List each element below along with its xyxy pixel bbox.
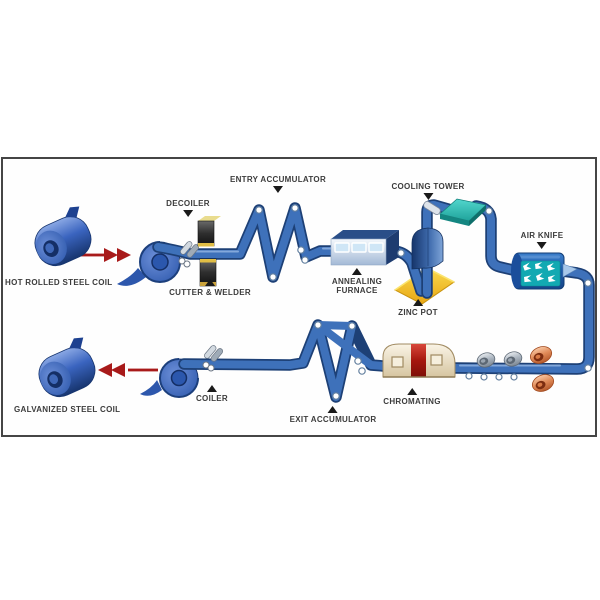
decoiler-hub xyxy=(151,253,169,271)
pointer-down-icon xyxy=(183,210,193,217)
label-cutter-welder: CUTTER & WELDER xyxy=(169,279,251,297)
label-text: ENTRY ACCUMULATOR xyxy=(229,175,327,184)
pointer-down-icon xyxy=(273,186,283,193)
label-text: AIR KNIFE xyxy=(520,231,564,240)
pointer-up-icon xyxy=(351,268,362,275)
cooling-tower-graphic xyxy=(439,198,487,226)
pointer-up-icon xyxy=(412,299,423,306)
label-text: FURNACE xyxy=(336,286,378,295)
label-galvanized-coil: GALVANIZED STEEL COIL xyxy=(14,405,120,414)
label-entry-accumulator: ENTRY ACCUMULATOR xyxy=(230,175,326,193)
label-text: COOLING TOWER xyxy=(391,182,465,191)
label-text: EXIT ACCUMULATOR xyxy=(289,415,377,424)
pointer-up-icon xyxy=(207,385,217,392)
label-air-knife: AIR KNIFE xyxy=(521,231,564,249)
label-text: HOT ROLLED STEEL COIL xyxy=(5,278,113,287)
label-text: ZINC POT xyxy=(398,308,438,317)
flow-arrow-left-icon xyxy=(98,363,158,377)
diagram-border xyxy=(1,157,597,437)
label-text: GALVANIZED STEEL COIL xyxy=(14,405,121,414)
hot-rolled-coil-graphic xyxy=(25,203,99,273)
label-text: COILER xyxy=(195,394,229,403)
pointer-up-icon xyxy=(328,406,338,413)
label-cooling-tower: COOLING TOWER xyxy=(391,182,464,200)
roller-section-graphic xyxy=(465,342,557,396)
annealing-furnace-graphic xyxy=(330,230,399,266)
label-decoiler: DECOILER xyxy=(166,199,210,217)
pointer-down-icon xyxy=(423,193,433,200)
galvanized-coil-graphic xyxy=(29,334,103,404)
pointer-up-icon xyxy=(406,388,417,395)
label-hot-rolled-coil: HOT ROLLED STEEL COIL xyxy=(5,278,113,287)
chromating-graphic xyxy=(382,343,456,378)
guide-rollers xyxy=(255,204,592,400)
label-annealing-furnace: ANNEALING FURNACE xyxy=(332,268,382,295)
flow-arrow-right-icon xyxy=(78,248,131,262)
coiler-hub xyxy=(170,369,188,387)
air-knife-graphic xyxy=(511,252,578,290)
label-chromating: CHROMATING xyxy=(383,388,441,406)
label-text: CHROMATING xyxy=(383,397,441,406)
label-text: DECOILER xyxy=(166,199,210,208)
label-text: CUTTER & WELDER xyxy=(169,288,251,297)
label-text: ANNEALING xyxy=(331,277,383,286)
label-zinc-pot: ZINC POT xyxy=(398,299,438,317)
pointer-up-icon xyxy=(204,279,215,286)
label-exit-accumulator: EXIT ACCUMULATOR xyxy=(290,406,377,424)
label-coiler: COILER xyxy=(196,385,228,403)
pointer-down-icon xyxy=(536,242,547,249)
zinc-pot-snout-graphic xyxy=(411,200,444,270)
